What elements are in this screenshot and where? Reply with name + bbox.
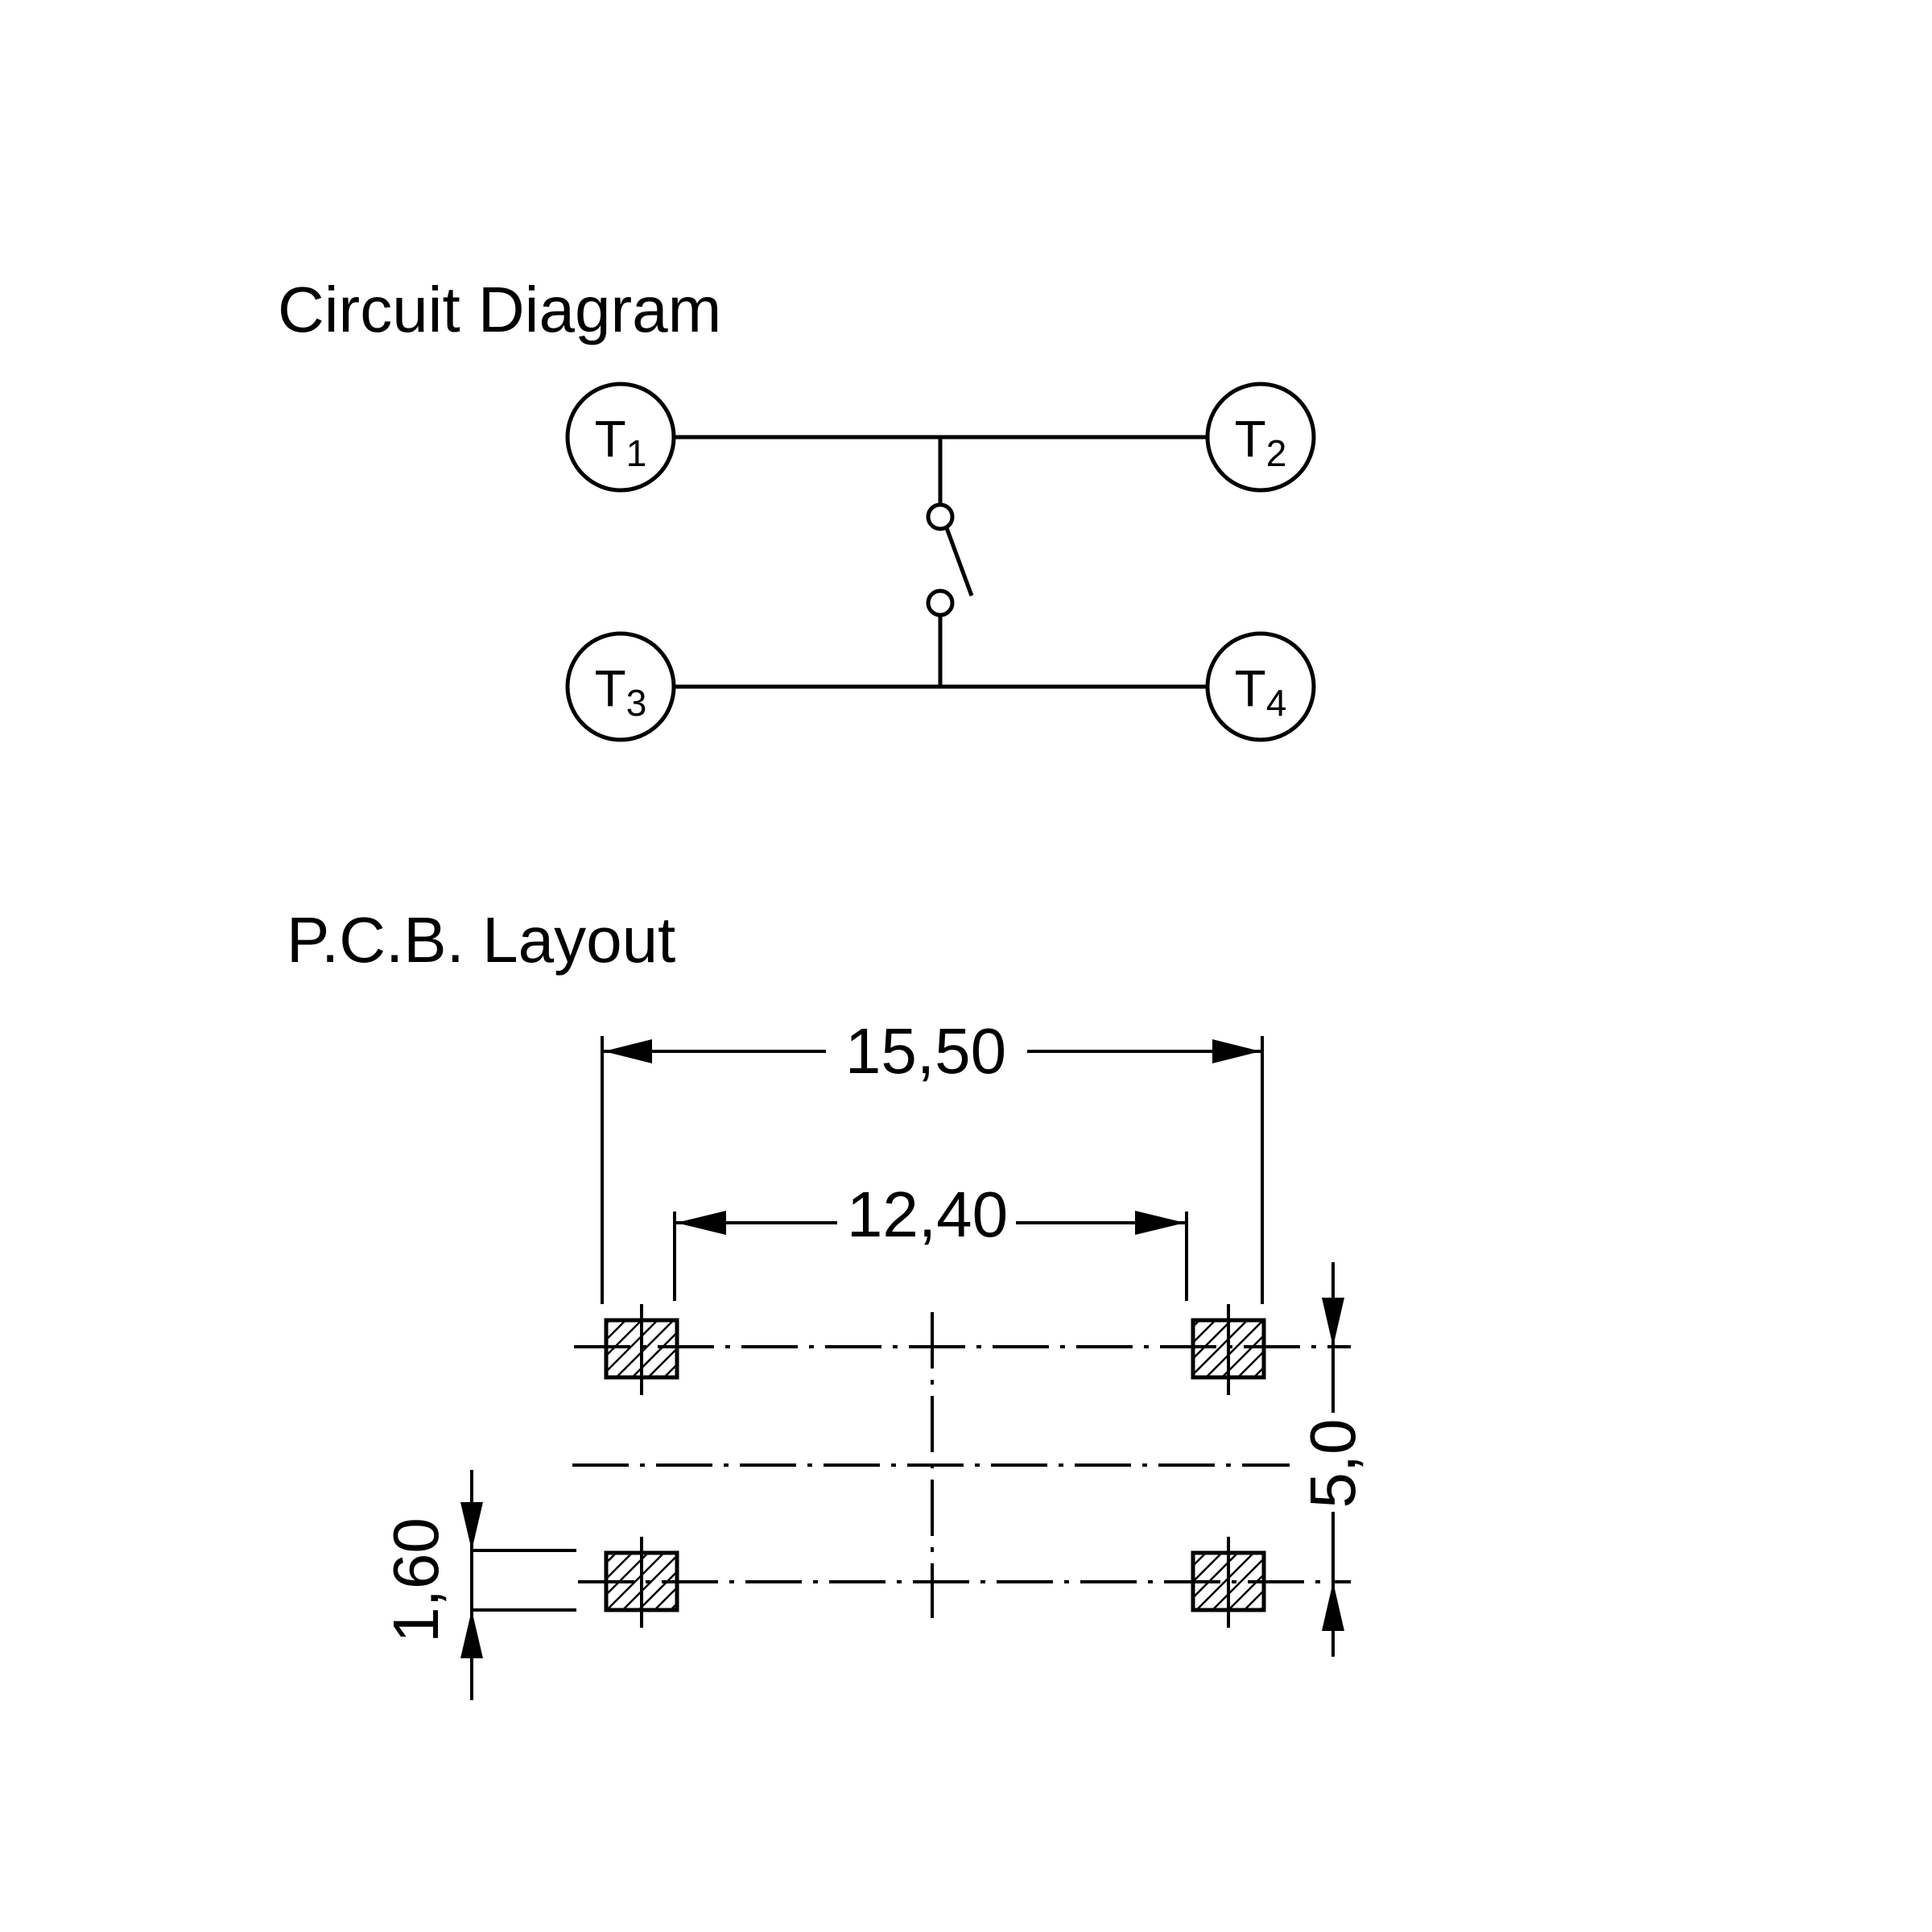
terminal-t3: T3 bbox=[565, 631, 676, 742]
switch-symbol bbox=[926, 502, 974, 617]
terminal-t4: T4 bbox=[1205, 631, 1316, 742]
dimension-row-pitch: 5,0 bbox=[1297, 1262, 1368, 1657]
switch-contact-lower bbox=[926, 588, 955, 617]
terminal-t2-label: T2 bbox=[1235, 410, 1287, 474]
pad-top-right bbox=[1191, 1304, 1266, 1395]
switch-contact-upper bbox=[926, 502, 955, 531]
terminal-t4-circle bbox=[1205, 631, 1316, 742]
terminal-t2-circle bbox=[1205, 382, 1316, 493]
circuit-diagram-title: Circuit Diagram bbox=[278, 274, 721, 345]
terminal-t2: T2 bbox=[1205, 382, 1316, 493]
dimension-pad-size-label: 1,60 bbox=[380, 1517, 452, 1643]
dimension-pad-size: 1,60 bbox=[380, 1470, 576, 1700]
terminal-t1: T1 bbox=[565, 382, 676, 493]
pad-bottom-left bbox=[604, 1537, 679, 1628]
dimension-inner-pitch: 12,40 bbox=[673, 1179, 1188, 1301]
terminal-t1-circle bbox=[565, 382, 676, 493]
terminal-t4-label: T4 bbox=[1235, 659, 1287, 724]
pad-top-left bbox=[604, 1304, 679, 1395]
pcb-layout-title: P.C.B. Layout bbox=[287, 904, 675, 976]
dimension-inner-pitch-label: 12,40 bbox=[847, 1179, 1008, 1250]
terminal-t3-label: T3 bbox=[595, 659, 647, 724]
switch-blade bbox=[944, 527, 974, 597]
dimension-outer-pitch-label: 15,50 bbox=[845, 1015, 1006, 1087]
pad-bottom-right bbox=[1191, 1537, 1266, 1628]
dimension-row-pitch-label: 5,0 bbox=[1297, 1418, 1368, 1508]
pcb-layout: P.C.B. Layout bbox=[287, 904, 1368, 1700]
dimension-outer-pitch: 15,50 bbox=[601, 1015, 1264, 1304]
terminal-t3-circle bbox=[565, 631, 676, 742]
circuit-diagram: Circuit Diagram T1 T2 T3 T bbox=[278, 274, 1316, 742]
terminal-t1-label: T1 bbox=[595, 410, 647, 474]
